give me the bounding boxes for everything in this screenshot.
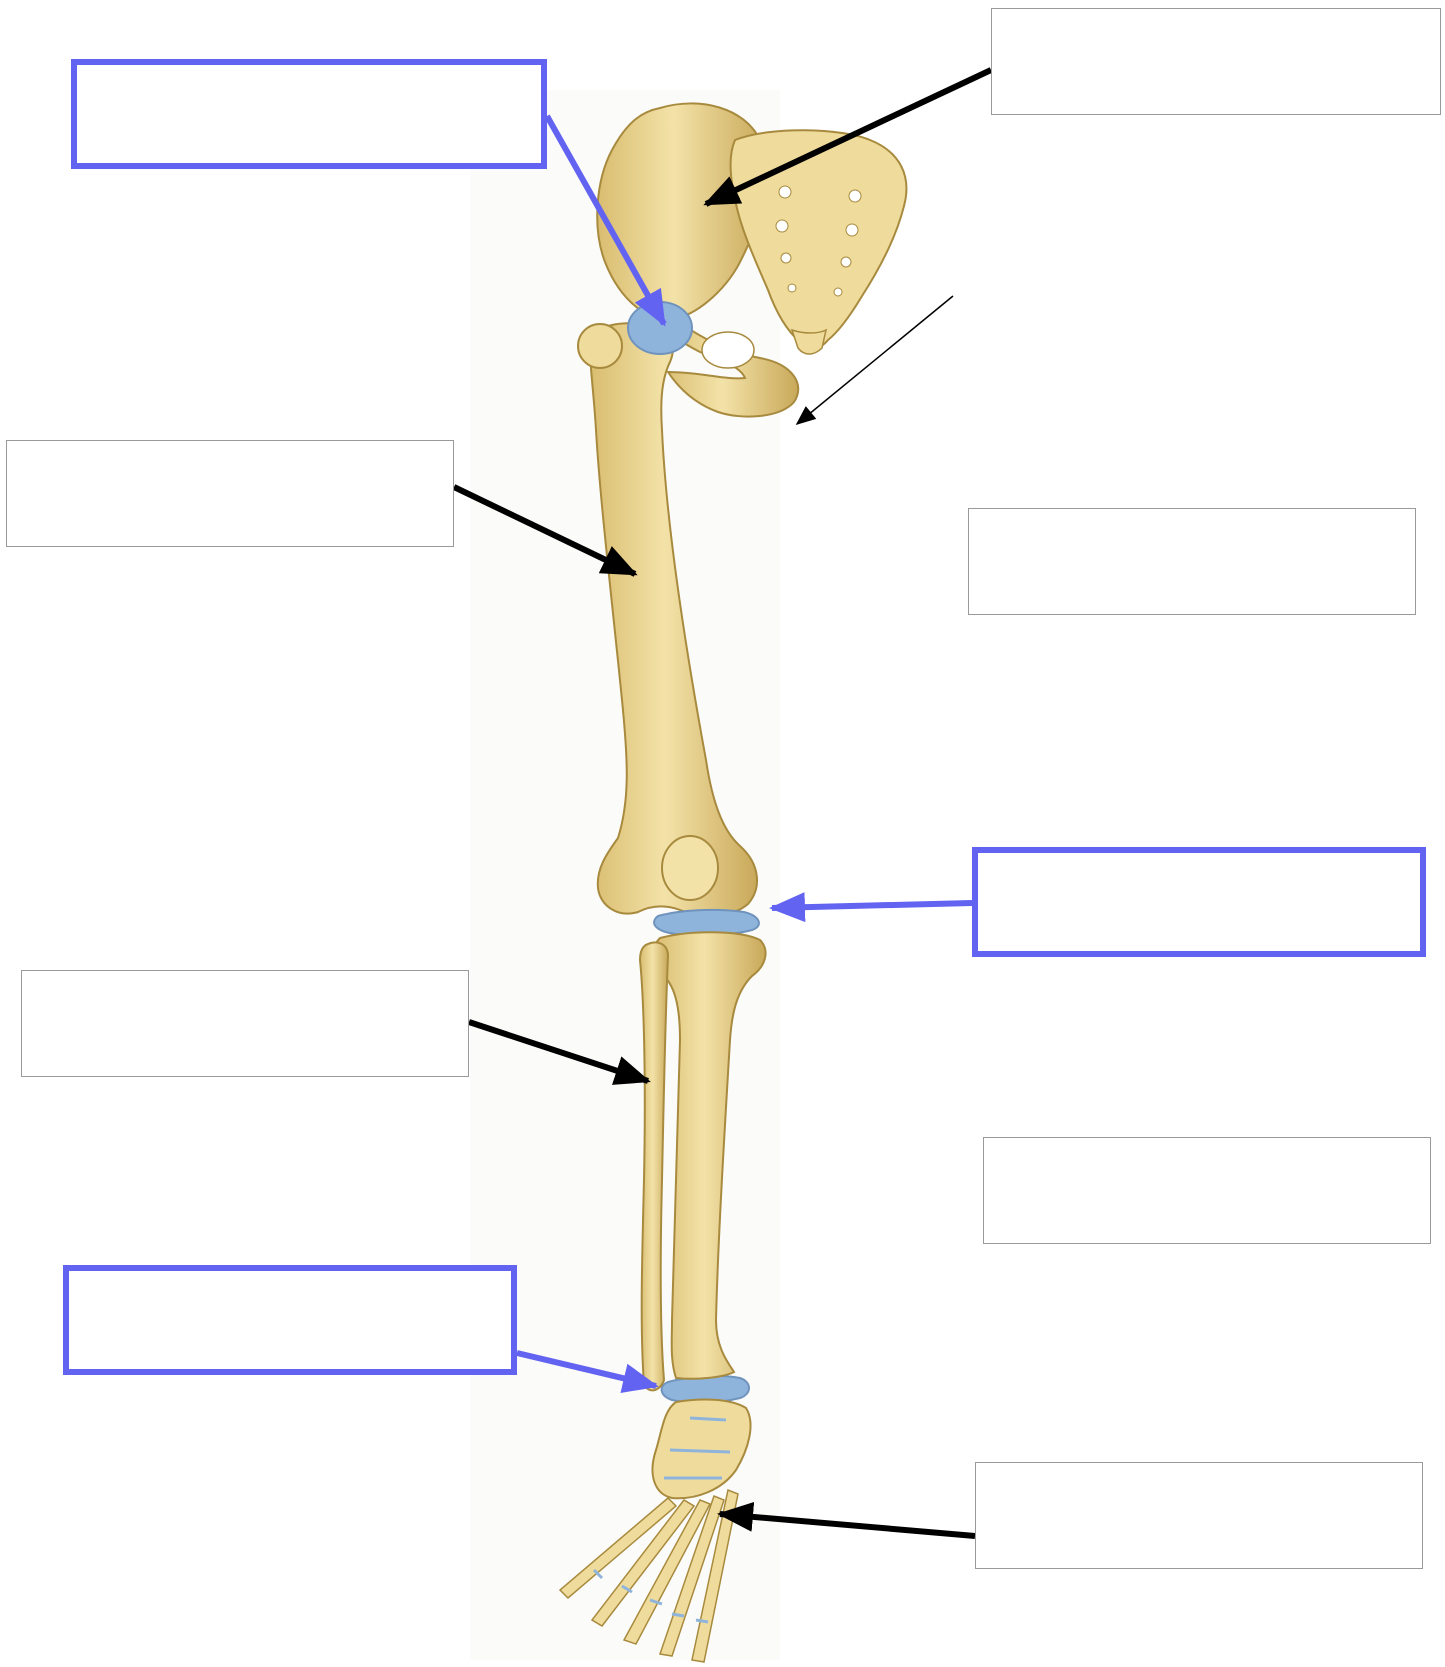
obturator-foramen <box>702 332 754 368</box>
patella <box>662 836 718 900</box>
label-box-pubis[interactable] <box>968 508 1416 615</box>
label-box-ilium[interactable] <box>991 8 1441 115</box>
label-box-femur[interactable] <box>6 440 454 547</box>
label-box-fibula[interactable] <box>21 970 469 1077</box>
arrow-to-knee-joint <box>772 903 972 908</box>
hip-joint-cartilage <box>628 302 692 354</box>
label-box-hip-joint[interactable] <box>71 59 547 169</box>
coccyx <box>792 330 826 354</box>
label-box-tibia[interactable] <box>983 1137 1431 1244</box>
label-box-foot[interactable] <box>975 1462 1423 1569</box>
label-box-ankle-joint[interactable] <box>63 1265 517 1375</box>
greater-trochanter <box>578 324 622 368</box>
label-box-knee-joint[interactable] <box>972 847 1426 957</box>
